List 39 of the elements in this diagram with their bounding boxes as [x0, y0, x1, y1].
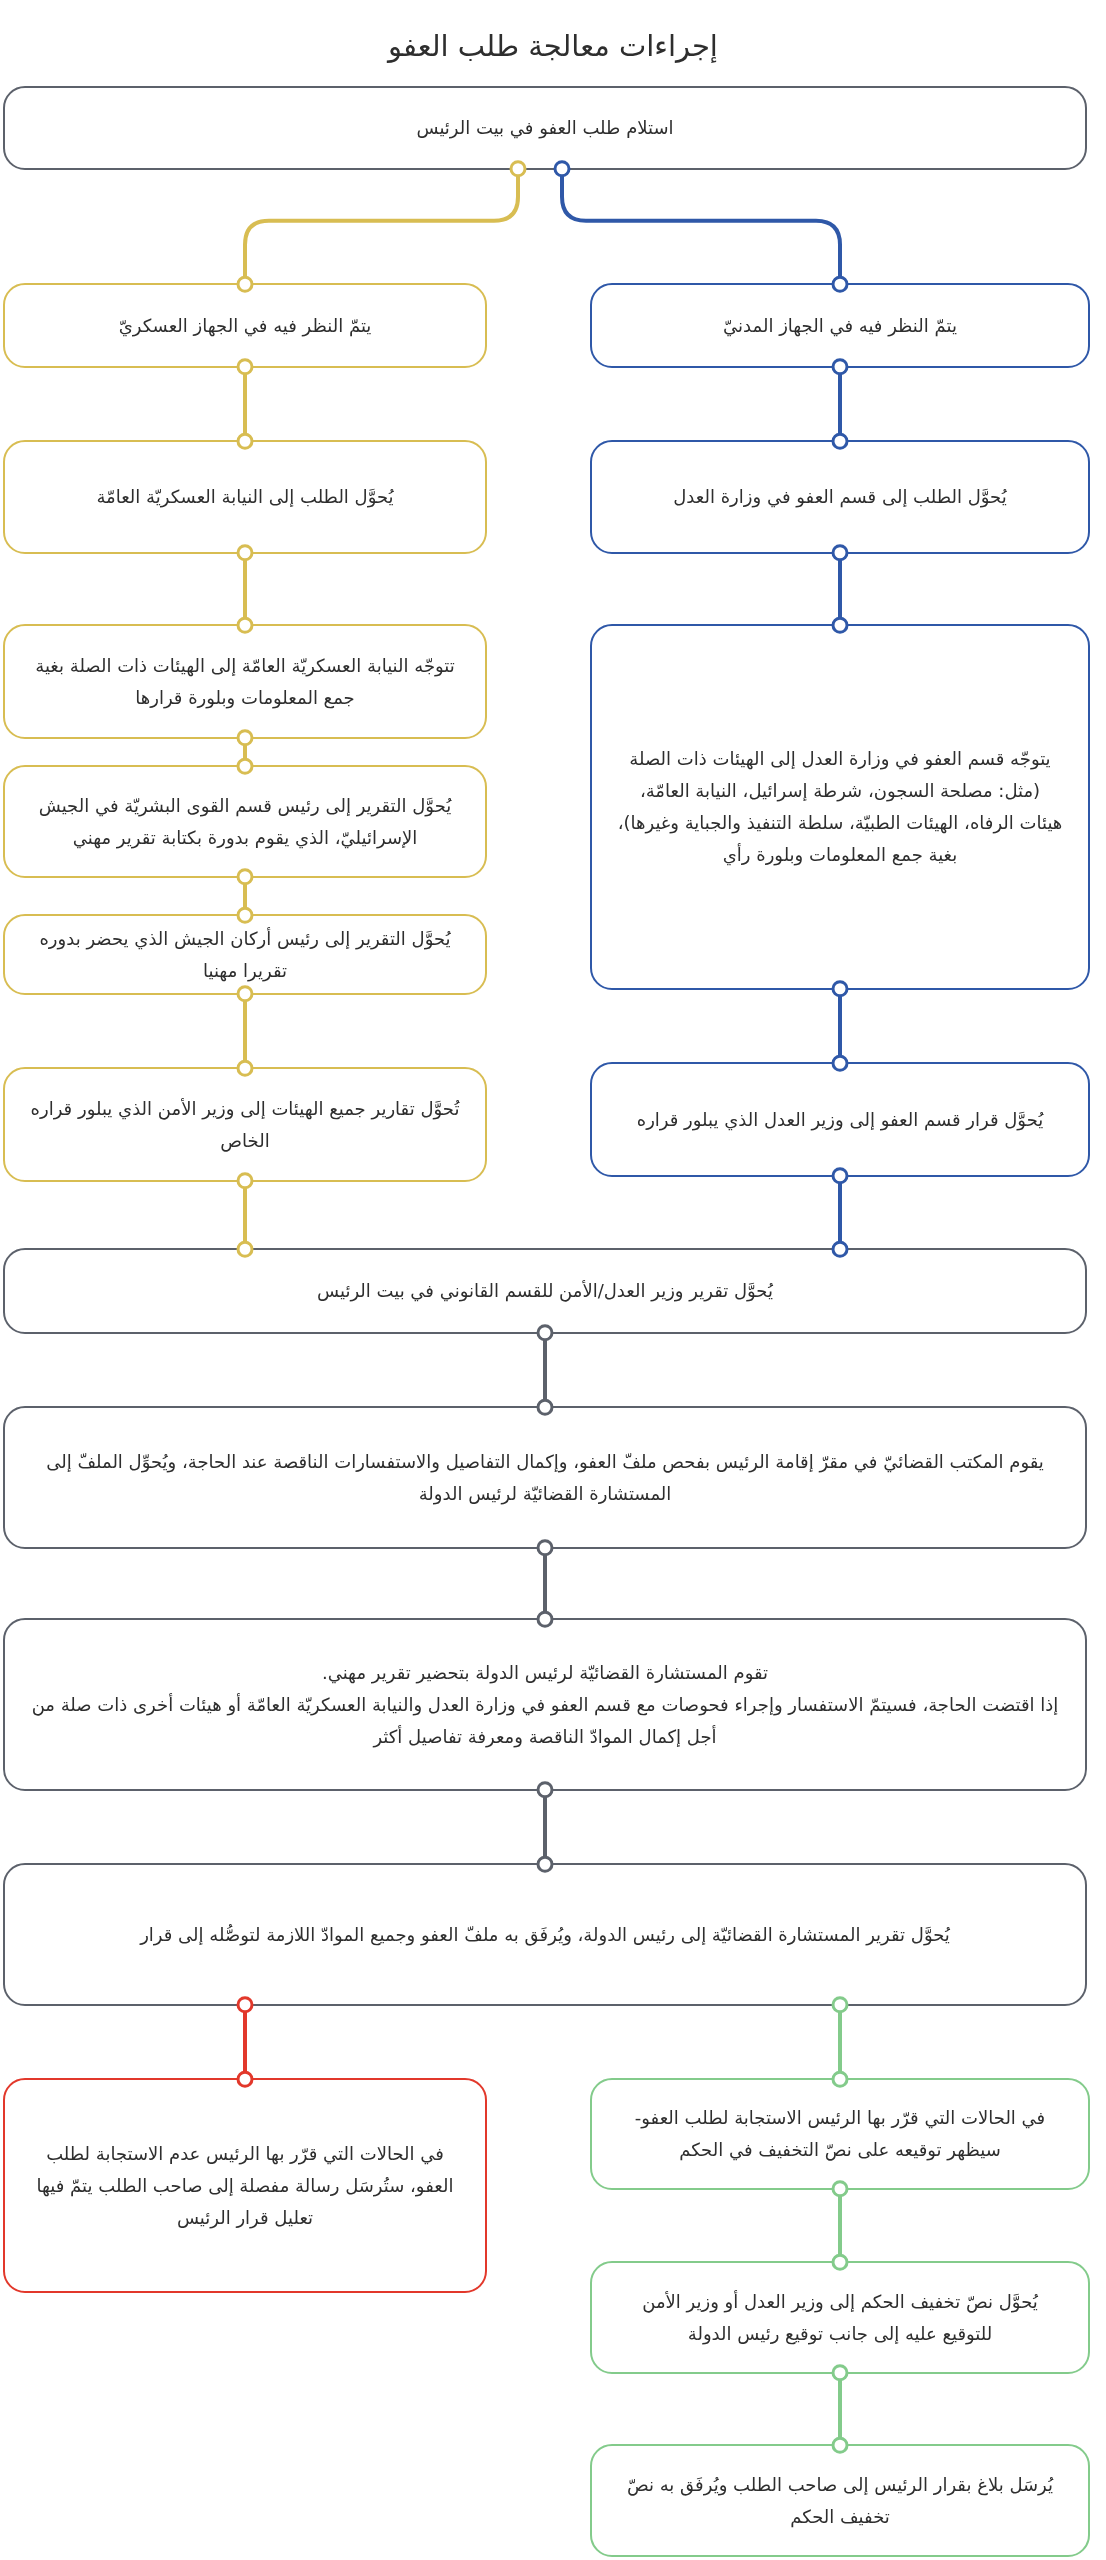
connector: [236, 729, 254, 775]
process-box: في الحالات التي قرّر بها الرئيس عدم الاستجابة لطلب العفو، ستُرسَل رسالة مفصلة إلى صاحب الطلب يتمّ فيها تعليل قرار الرئيس: [3, 2078, 487, 2293]
connector: [831, 358, 849, 450]
process-box: يُحوَّل الطلب إلى النيابة العسكريّة العامّة: [3, 440, 487, 554]
process-box: تقوم المستشارة القضائيّة لرئيس الدولة بتحضير تقرير مهني. إذا اقتضت الحاجة، فسيتمّ الاستفسار وإجراء فحوصات مع قسم العفو في وزارة العدل والنيابة العسكريّة العامّة أو هيئات أخرى ذات صلة من أجل إكمال الموادّ الناقصة ومعرفة تفاصيل أكثر: [3, 1618, 1087, 1791]
connector: [236, 160, 527, 293]
connector: [536, 1781, 554, 1873]
connector: [831, 544, 849, 634]
connector: [831, 2180, 849, 2271]
connector: [831, 1167, 849, 1258]
process-box: يتمّ النظر فيه في الجهاز المدنيّ: [590, 283, 1090, 368]
connector: [536, 1539, 554, 1628]
connector: [831, 2364, 849, 2454]
connector: [536, 1324, 554, 1416]
process-box: يُحوَّل التقرير إلى رئيس قسم القوى البشريّة في الجيش الإسرائيليّ، الذي يقوم بدورة بكتابة تقرير مهني: [3, 765, 487, 878]
connector: [236, 1172, 254, 1258]
process-box: يتمّ النظر فيه في الجهاز العسكريّ: [3, 283, 487, 368]
connector: [553, 160, 849, 293]
process-box: يُرسَل بلاغ بقرار الرئيس إلى صاحب الطلب ويُرفَق به نصّ تخفيف الحكم: [590, 2444, 1090, 2557]
process-box: تتوجّه النيابة العسكريّة العامّة إلى الهيئات ذات الصلة بغية جمع المعلومات وبلورة قرارها: [3, 624, 487, 739]
connector: [236, 868, 254, 924]
process-box: يقوم المكتب القضائيّ في مقرّ إقامة الرئيس بفحص ملفّ العفو، وإكمال التفاصيل والاستفسارات الناقصة عند الحاجة، ويُحوِّل الملفّ إلى المستشارة القضائيّة لرئيس الدولة: [3, 1406, 1087, 1549]
connector: [236, 358, 254, 450]
process-box: يتوجّه قسم العفو في وزارة العدل إلى الهيئات ذات الصلة (مثل: مصلحة السجون، شرطة إسرائيل، النيابة العامّة، هيئات الرفاه، الهيئات الطبيّة، سلطة التنفيذ والجباية وغيرها)، بغية جمع المعلومات وبلورة رأي: [590, 624, 1090, 990]
process-box: يُحوَّل قرار قسم العفو إلى وزير العدل الذي يبلور قراره: [590, 1062, 1090, 1177]
connector: [236, 985, 254, 1077]
process-box: يُحوَّل تقرير المستشارة القضائيّة إلى رئيس الدولة، ويُرفَق به ملفّ العفو وجميع الموادّ اللازمة لتوصُّله إلى قرار: [3, 1863, 1087, 2006]
process-box: يُحوَّل تقرير وزير العدل/الأمن للقسم القانوني في بيت الرئيس: [3, 1248, 1087, 1334]
connector: [236, 544, 254, 634]
process-box: تُحوَّل تقارير جميع الهيئات إلى وزير الأمن الذي يبلور قراره الخاص: [3, 1067, 487, 1182]
connector: [831, 980, 849, 1072]
title: إجراءات معالجة طلب العفو: [388, 28, 718, 65]
process-box: استلام طلب العفو في بيت الرئيس: [3, 86, 1087, 170]
process-box: يُحوَّل نصّ تخفيف الحكم إلى وزير العدل أو وزير الأمن للتوقيع عليه إلى جانب توقيع رئيس الدولة: [590, 2261, 1090, 2374]
connector: [831, 1996, 849, 2088]
process-box: في الحالات التي قرّر بها الرئيس الاستجابة لطلب العفو- سيظهر توقيعه على نصّ التخفيف في الحكم: [590, 2078, 1090, 2190]
connector: [236, 1996, 254, 2088]
process-box: يُحوَّل التقرير إلى رئيس أركان الجيش الذي يحضر بدوره تقريرا مهنيا: [3, 914, 487, 995]
process-box: يُحوَّل الطلب إلى قسم العفو في وزارة العدل: [590, 440, 1090, 554]
